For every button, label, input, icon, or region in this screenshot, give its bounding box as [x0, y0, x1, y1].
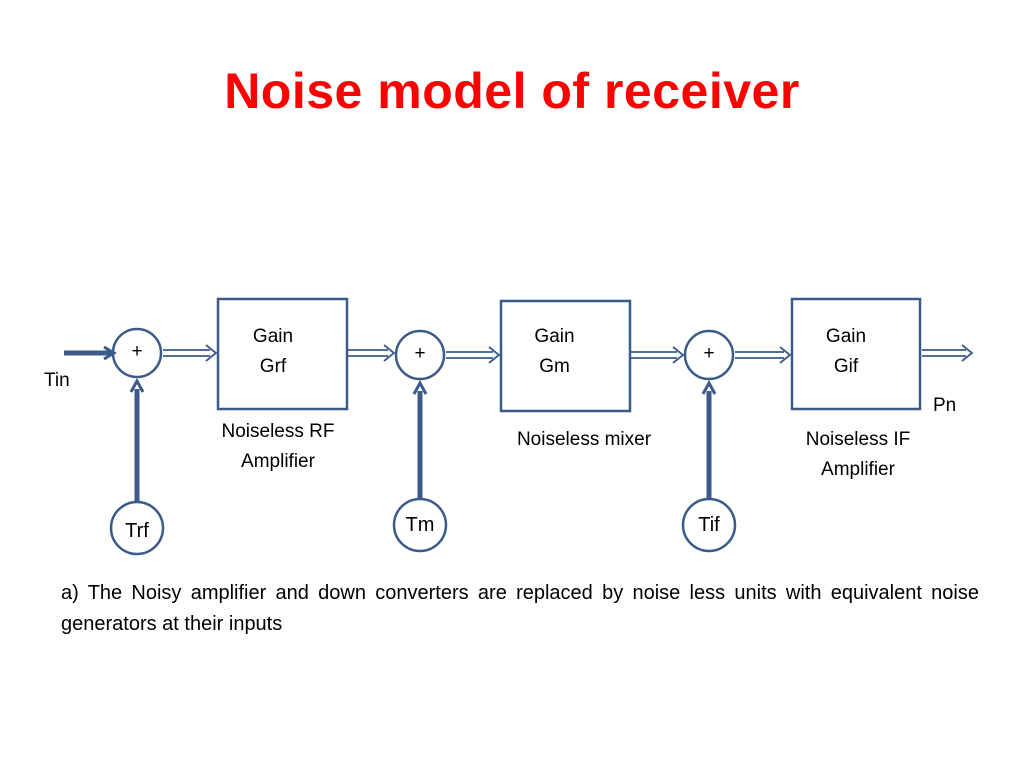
block-caption-if-line2: Amplifier [821, 459, 895, 480]
block-rect-if [790, 297, 922, 411]
summer-symbol-2: + [414, 343, 426, 364]
block-gain-if-line1: Gain [825, 326, 867, 347]
noise-label-tif: Tif [698, 514, 720, 536]
arrow-tm-up [412, 379, 428, 499]
summer-circle-3 [683, 329, 735, 381]
block-gain-if: Gain Gif [792, 322, 900, 382]
block-caption-if: Noiseless IF Amplifier [778, 425, 938, 485]
block-rect-rf [216, 297, 349, 411]
arrow-summer3-to-if [735, 346, 792, 364]
arrow-tif-up [701, 379, 717, 499]
block-gain-mixer: Gain Gm [501, 322, 608, 382]
block-caption-mixer: Noiseless mixer [494, 425, 674, 455]
block-caption-mixer-line1: Noiseless mixer [516, 429, 652, 450]
block-gain-if-line2: Gif [833, 356, 859, 377]
summer-circle-1 [111, 327, 163, 379]
block-caption-rf-line2: Amplifier [241, 451, 315, 472]
block-caption-if-line1: Noiseless IF [805, 429, 911, 450]
noise-label-trf: Trf [125, 520, 149, 542]
arrow-if-to-output [922, 344, 974, 362]
noise-label-tm: Tm [405, 514, 435, 536]
block-gain-mixer-line1: Gain [534, 326, 575, 347]
summer-symbol-3: + [703, 343, 715, 364]
block-gain-rf: Gain Grf [218, 322, 328, 382]
output-label: Pn [933, 395, 957, 416]
arrow-summer2-to-mixer [446, 346, 501, 364]
block-gain-rf-line1: Gain [252, 326, 294, 347]
input-label: Tin [44, 370, 70, 391]
block-caption-rf: Noiseless RF Amplifier [198, 417, 358, 477]
arrow-summer1-to-rf [163, 344, 218, 362]
summer-symbol-1: + [131, 341, 143, 362]
arrow-trf-up [129, 377, 145, 502]
block-gain-rf-line2: Grf [259, 356, 287, 377]
summer-circle-2 [394, 329, 446, 381]
slide-title: Noise model of receiver [224, 63, 800, 119]
block-gain-mixer-line2: Gm [539, 356, 570, 377]
block-rect-mixer [499, 299, 632, 413]
arrow-rf-to-summer2 [348, 344, 396, 362]
caption-text: a) The Noisy amplifier and down converte… [61, 582, 979, 635]
block-caption-rf-line1: Noiseless RF [221, 421, 335, 442]
arrow-mixer-to-summer3 [631, 346, 685, 364]
